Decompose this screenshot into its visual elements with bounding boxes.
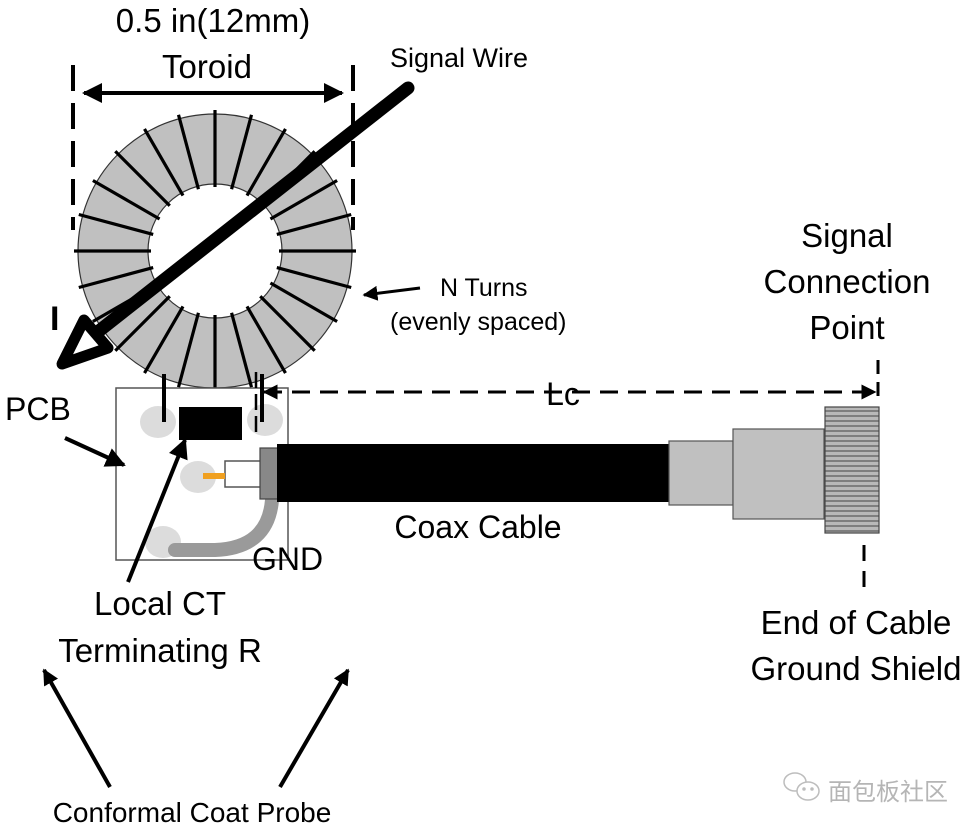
winding-turn	[143, 128, 185, 197]
lc-label: Lc	[546, 376, 580, 412]
local-ct-callout: Local CT Terminating R	[58, 438, 262, 669]
coax-jacket	[277, 444, 670, 502]
n-turns-label: N Turns	[440, 274, 528, 302]
winding-turn	[230, 312, 254, 388]
winding-turn	[114, 295, 171, 352]
coax-dielectric	[224, 460, 262, 488]
pcb: PCB GND	[5, 374, 323, 577]
winding-turn	[259, 295, 316, 352]
local-ct-line-2: Terminating R	[58, 632, 262, 669]
toroid	[74, 110, 356, 392]
winding-turn	[245, 305, 287, 374]
signal-connection-line-2: Connection	[764, 263, 931, 300]
gnd-label: GND	[252, 541, 323, 577]
winding-turn	[269, 179, 338, 221]
toroid-label: Toroid	[162, 48, 252, 85]
end-of-cable-label: End of Cable Ground Shield	[751, 604, 962, 687]
coax-cable: Coax Cable	[277, 406, 880, 590]
connector-knurl-lines	[825, 410, 879, 532]
conformal-coat-callout: Conformal Coat Probe	[42, 668, 350, 828]
signal-wire-line	[83, 81, 415, 345]
connector-knurl	[824, 406, 880, 534]
local-ct-line-1: Local CT	[94, 585, 226, 622]
current-label: I	[50, 300, 59, 338]
signal-connection-line-1: Signal	[801, 217, 893, 254]
pcb-arrow	[64, 436, 126, 467]
connector-ferrule	[668, 440, 734, 506]
pcb-pad-right	[247, 404, 283, 436]
local-ct-arrow	[126, 438, 188, 583]
toroid-size-label: 0.5 in(12mm)	[116, 2, 310, 39]
winding-turn	[245, 128, 287, 197]
n-turns-callout: N Turns (evenly spaced)	[362, 274, 566, 336]
wechat-icon	[783, 772, 820, 801]
winding-turn	[78, 266, 154, 290]
signal-wire: Signal Wire I	[50, 43, 528, 370]
coax-shield-end	[259, 447, 280, 500]
terminating-resistor	[179, 407, 242, 440]
winding-turn	[269, 281, 338, 323]
pcb-label: PCB	[5, 391, 71, 427]
watermark: 面包板社区	[783, 772, 948, 806]
winding-turn	[143, 305, 185, 374]
winding-turn	[176, 114, 200, 190]
winding-turn	[276, 266, 352, 290]
gnd-trace	[168, 481, 279, 557]
winding-turn	[276, 212, 352, 236]
pcb-pad-center	[180, 461, 216, 493]
signal-connection-label: Signal Connection Point	[764, 217, 931, 346]
center-conductor	[203, 473, 225, 479]
conformal-coat-label: Conformal Coat Probe	[53, 797, 332, 828]
n-turns-note: (evenly spaced)	[390, 308, 566, 336]
winding-turn	[92, 179, 161, 221]
winding-turn	[78, 212, 154, 236]
end-of-cable-line-2: Ground Shield	[751, 650, 962, 687]
coax-cable-label: Coax Cable	[394, 509, 561, 545]
watermark-text: 面包板社区	[828, 778, 948, 806]
n-turns-arrow	[362, 285, 421, 301]
end-of-cable-line-1: End of Cable	[761, 604, 952, 641]
winding-turn	[176, 312, 200, 388]
signal-wire-label: Signal Wire	[390, 43, 528, 73]
conformal-arrow-right	[278, 668, 350, 789]
lc-dimension: Lc	[254, 360, 880, 438]
conformal-arrow-left	[42, 668, 112, 788]
pcb-pad-left	[140, 406, 176, 438]
connector-body	[732, 428, 825, 520]
winding-turn	[230, 114, 254, 190]
current-arrow-icon	[56, 314, 114, 370]
signal-connection-line-3: Point	[809, 309, 884, 346]
winding-turn	[114, 150, 171, 207]
toroid-dimension: 0.5 in(12mm) Toroid	[71, 2, 355, 230]
